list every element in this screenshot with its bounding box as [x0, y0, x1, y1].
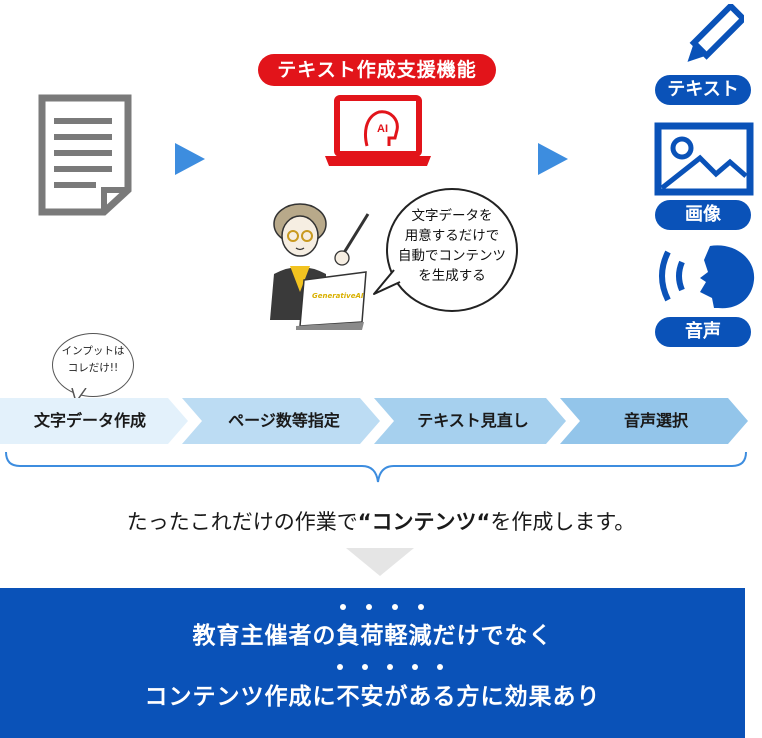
input-note-bubble: [52, 333, 134, 397]
ai-label: AI: [377, 123, 388, 135]
emphasis-dot: [337, 664, 343, 670]
summary-emphasis: “コンテンツ“: [357, 510, 491, 534]
speech-bubble-text: 文字データを 用意するだけで 自動でコンテンツ を生成する: [386, 206, 518, 286]
input-note-line: インプットは: [61, 345, 125, 357]
step-label: 音声選択: [623, 411, 688, 430]
step-chevron-1: [0, 398, 188, 444]
summary-prefix: たったこれだけの作業で: [126, 510, 358, 534]
presenter-illustration: [270, 203, 370, 330]
speaker-voice-icon: [659, 245, 755, 309]
conclusion-line-2: コンテンツ作成に不安がある方に効果あり: [144, 684, 601, 710]
flow-arrow-2: [538, 143, 568, 175]
emphasis-dot: [340, 604, 346, 610]
step-flow: [0, 398, 748, 444]
speech-bubble-line: を生成する: [418, 268, 486, 284]
step-chevron-2: [182, 398, 380, 444]
summary-text: たったこれだけの作業で“コンテンツ“を作成します。: [0, 506, 762, 536]
emphasis-dot: [366, 604, 372, 610]
laptop-brand-label: GenerativeAI: [312, 292, 364, 300]
emphasis-dot: [437, 664, 443, 670]
grouping-brace: [5, 451, 747, 483]
speech-bubble: [386, 188, 518, 312]
output-label-text: テキスト: [655, 75, 751, 105]
laptop-ai-icon: AI: [325, 95, 431, 166]
emphasis-dot: [387, 664, 393, 670]
speech-bubble-tail: [373, 269, 401, 295]
image-icon: [654, 122, 754, 196]
step-chevron-3: [374, 398, 566, 444]
output-label-image: 画像: [655, 200, 751, 230]
emphasis-dot: [412, 664, 418, 670]
speech-bubble-line: 用意するだけで: [404, 228, 500, 244]
down-arrow: [346, 548, 414, 576]
document-icon: [38, 94, 132, 216]
output-label-audio: 音声: [655, 317, 751, 347]
conclusion-line-1: 教育主催者の負荷軽減だけでなく: [192, 623, 553, 649]
step-chevron-4: [560, 398, 748, 444]
step-label: テキスト見直し: [417, 411, 529, 430]
feature-title-badge: テキスト作成支援機能: [258, 54, 496, 86]
step-label: ページ数等指定: [228, 411, 340, 430]
speech-bubble-line: 自動でコンテンツ: [398, 248, 506, 264]
emphasis-dot: [392, 604, 398, 610]
step-label: 文字データ作成: [33, 411, 146, 430]
emphasis-dot: [362, 664, 368, 670]
emphasis-dot: [418, 604, 424, 610]
conclusion-band: [0, 588, 745, 738]
pencil-icon: [687, 4, 744, 62]
speech-bubble-line: 文字データを: [411, 208, 493, 224]
summary-suffix: を作成します。: [490, 510, 636, 534]
input-note-text: インプットは コレだけ!!: [52, 343, 134, 377]
input-note-line: コレだけ!!: [67, 362, 119, 374]
flow-arrow-1: [175, 143, 205, 175]
